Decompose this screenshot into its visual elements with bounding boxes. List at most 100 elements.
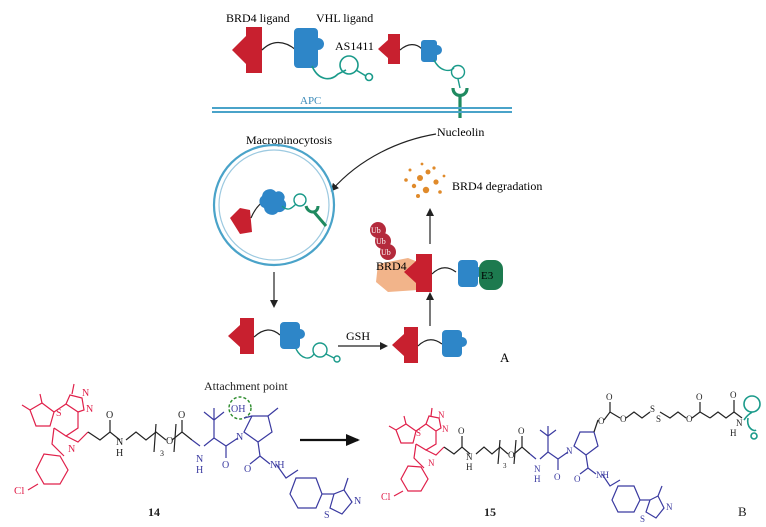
- peg-repeat-count: 3: [503, 462, 507, 470]
- atom-s-thiazole: S: [324, 510, 330, 521]
- atom-s-thiophene: S: [416, 428, 421, 438]
- atom-carbonyl-o-6: O: [696, 392, 703, 402]
- atom-nh-2-n: N: [534, 464, 541, 474]
- label-ub-1: Ub: [371, 226, 381, 235]
- label-gsh: GSH: [346, 329, 370, 343]
- label-brd4-ligand: BRD4 ligand: [226, 11, 290, 25]
- aptamer-tail: [355, 69, 367, 77]
- aptamer-end: [364, 72, 374, 82]
- label-aptamer: AS1411: [335, 39, 374, 53]
- brd4-ligand-moiety: [21, 383, 89, 491]
- label-brd4-degradation: BRD4 degradation: [452, 179, 542, 193]
- atom-n-ring: N: [428, 458, 435, 468]
- atom-carbonyl-o-2: O: [178, 410, 185, 421]
- atom-carbonyl-o-4b: O: [730, 390, 737, 400]
- nucleolin-receptor: [451, 87, 469, 98]
- ubiquitin-3: [380, 244, 396, 260]
- atom-n-ring: N: [68, 444, 75, 455]
- atom-chlorine: Cl: [14, 485, 24, 497]
- atom-carbonyl-o-4: O: [244, 464, 251, 475]
- atom-hydroxyl: OH: [231, 404, 245, 415]
- vhl-ligand-shape: [280, 322, 305, 349]
- brd4-ligand-shape: [230, 208, 252, 234]
- atom-nh-2-n: N: [196, 454, 203, 465]
- label-e3: E3: [481, 270, 494, 282]
- aptamer-loop: [450, 64, 466, 80]
- label-vhl-ligand: VHL ligand: [316, 11, 373, 25]
- arrow-internalization: [330, 133, 437, 192]
- atom-nh-2-h: H: [196, 465, 203, 476]
- atom-ether-o: O: [508, 450, 515, 460]
- label-ub-2: Ub: [376, 237, 386, 246]
- linker-line: [261, 41, 297, 51]
- atom-disulfide-s-2: S: [656, 414, 661, 424]
- aptamer-end: [333, 355, 341, 363]
- aptamer-tail: [325, 353, 335, 359]
- vhl-ligand-shape: [442, 330, 467, 357]
- macropinosome: [212, 143, 336, 267]
- atom-chlorine: Cl: [381, 492, 391, 503]
- peg-repeat-count: 3: [160, 449, 164, 458]
- atom-carbonyl-o-5: O: [606, 392, 613, 402]
- label-nucleolin: Nucleolin: [437, 125, 484, 139]
- atom-disulfide-s-1: S: [650, 404, 655, 414]
- atom-n-triazole-2: N: [86, 404, 93, 415]
- label-apc: APC: [300, 95, 321, 107]
- atom-carbonate-o-1: O: [598, 416, 605, 426]
- aptamer-stem: [457, 78, 461, 89]
- panel-b: S N N N Cl O N H O 3 O: [14, 379, 761, 524]
- linker-line: [253, 329, 281, 338]
- aptamer-strand: [311, 65, 347, 80]
- atom-carbonyl-o-1: O: [106, 410, 113, 421]
- label-ub-3: Ub: [381, 248, 391, 257]
- atom-carbonyl-o-3: O: [222, 460, 229, 471]
- vhl-ligand-shape: [458, 260, 483, 287]
- linker-line: [399, 44, 423, 51]
- panel-a: BRD4 ligand VHL ligand AS1411 A: [212, 11, 542, 365]
- atom-nh-1-h: H: [466, 462, 473, 472]
- atom-ether-o: O: [166, 436, 173, 447]
- label-macropinocytosis: Macropinocytosis: [246, 133, 332, 147]
- atom-pyrrolidine-n: N: [236, 432, 243, 443]
- panel-a-label: A: [500, 350, 510, 365]
- degradation-fragments: [404, 162, 446, 198]
- atom-nh-3: NH: [596, 470, 609, 480]
- brd4-protein: [376, 258, 418, 292]
- e3-ligase: [479, 260, 503, 290]
- vhl-ligand-shape: [294, 28, 324, 68]
- brd4-ligand-shape: [404, 254, 432, 292]
- conjugate-released: [228, 318, 341, 363]
- brd4-ligand-shape: [392, 327, 418, 363]
- aptamer-strand: [281, 203, 297, 210]
- hydroxyl-bond: [243, 415, 253, 419]
- attachment-circle: [228, 396, 252, 420]
- structure-14: S N N N Cl O N H O 3 O: [14, 379, 361, 521]
- aptamer-strand: [433, 59, 455, 72]
- aptamer-loop: [293, 193, 307, 207]
- atom-nh-end-h: H: [730, 428, 737, 438]
- atom-n-triazole-2: N: [442, 424, 449, 434]
- nucleolin-stem: [312, 211, 328, 227]
- linker-line: [431, 267, 457, 275]
- apc-membrane: APC: [212, 95, 512, 113]
- atom-n-triazole-1: N: [438, 410, 445, 420]
- disulfide-linker: [593, 400, 743, 433]
- atom-carbonate-o-2: O: [620, 414, 627, 424]
- label-attachment-point: Attachment point: [204, 379, 288, 393]
- atom-nh-end-n: N: [736, 418, 743, 428]
- linker-line: [417, 339, 443, 347]
- brd4-ligand-shape: [378, 34, 400, 64]
- atom-n-thiazole: N: [354, 496, 361, 507]
- conjugate-top-left: BRD4 ligand VHL ligand AS1411: [226, 11, 374, 82]
- atom-nh-3: NH: [270, 460, 284, 471]
- atom-n-triazole-1: N: [82, 388, 89, 399]
- compound-label-15: 15: [484, 505, 496, 519]
- peg-linker: [443, 436, 531, 465]
- nucleolin-receptor: [304, 205, 320, 214]
- atom-carbonyl-o-3: O: [554, 472, 561, 482]
- atom-carbonyl-o-1: O: [458, 426, 465, 436]
- atom-nh-2-h: H: [534, 474, 541, 484]
- ternary-complex: BRD4 E3 Ub Ub Ub: [370, 222, 503, 292]
- atom-n-thiazole: N: [666, 502, 673, 512]
